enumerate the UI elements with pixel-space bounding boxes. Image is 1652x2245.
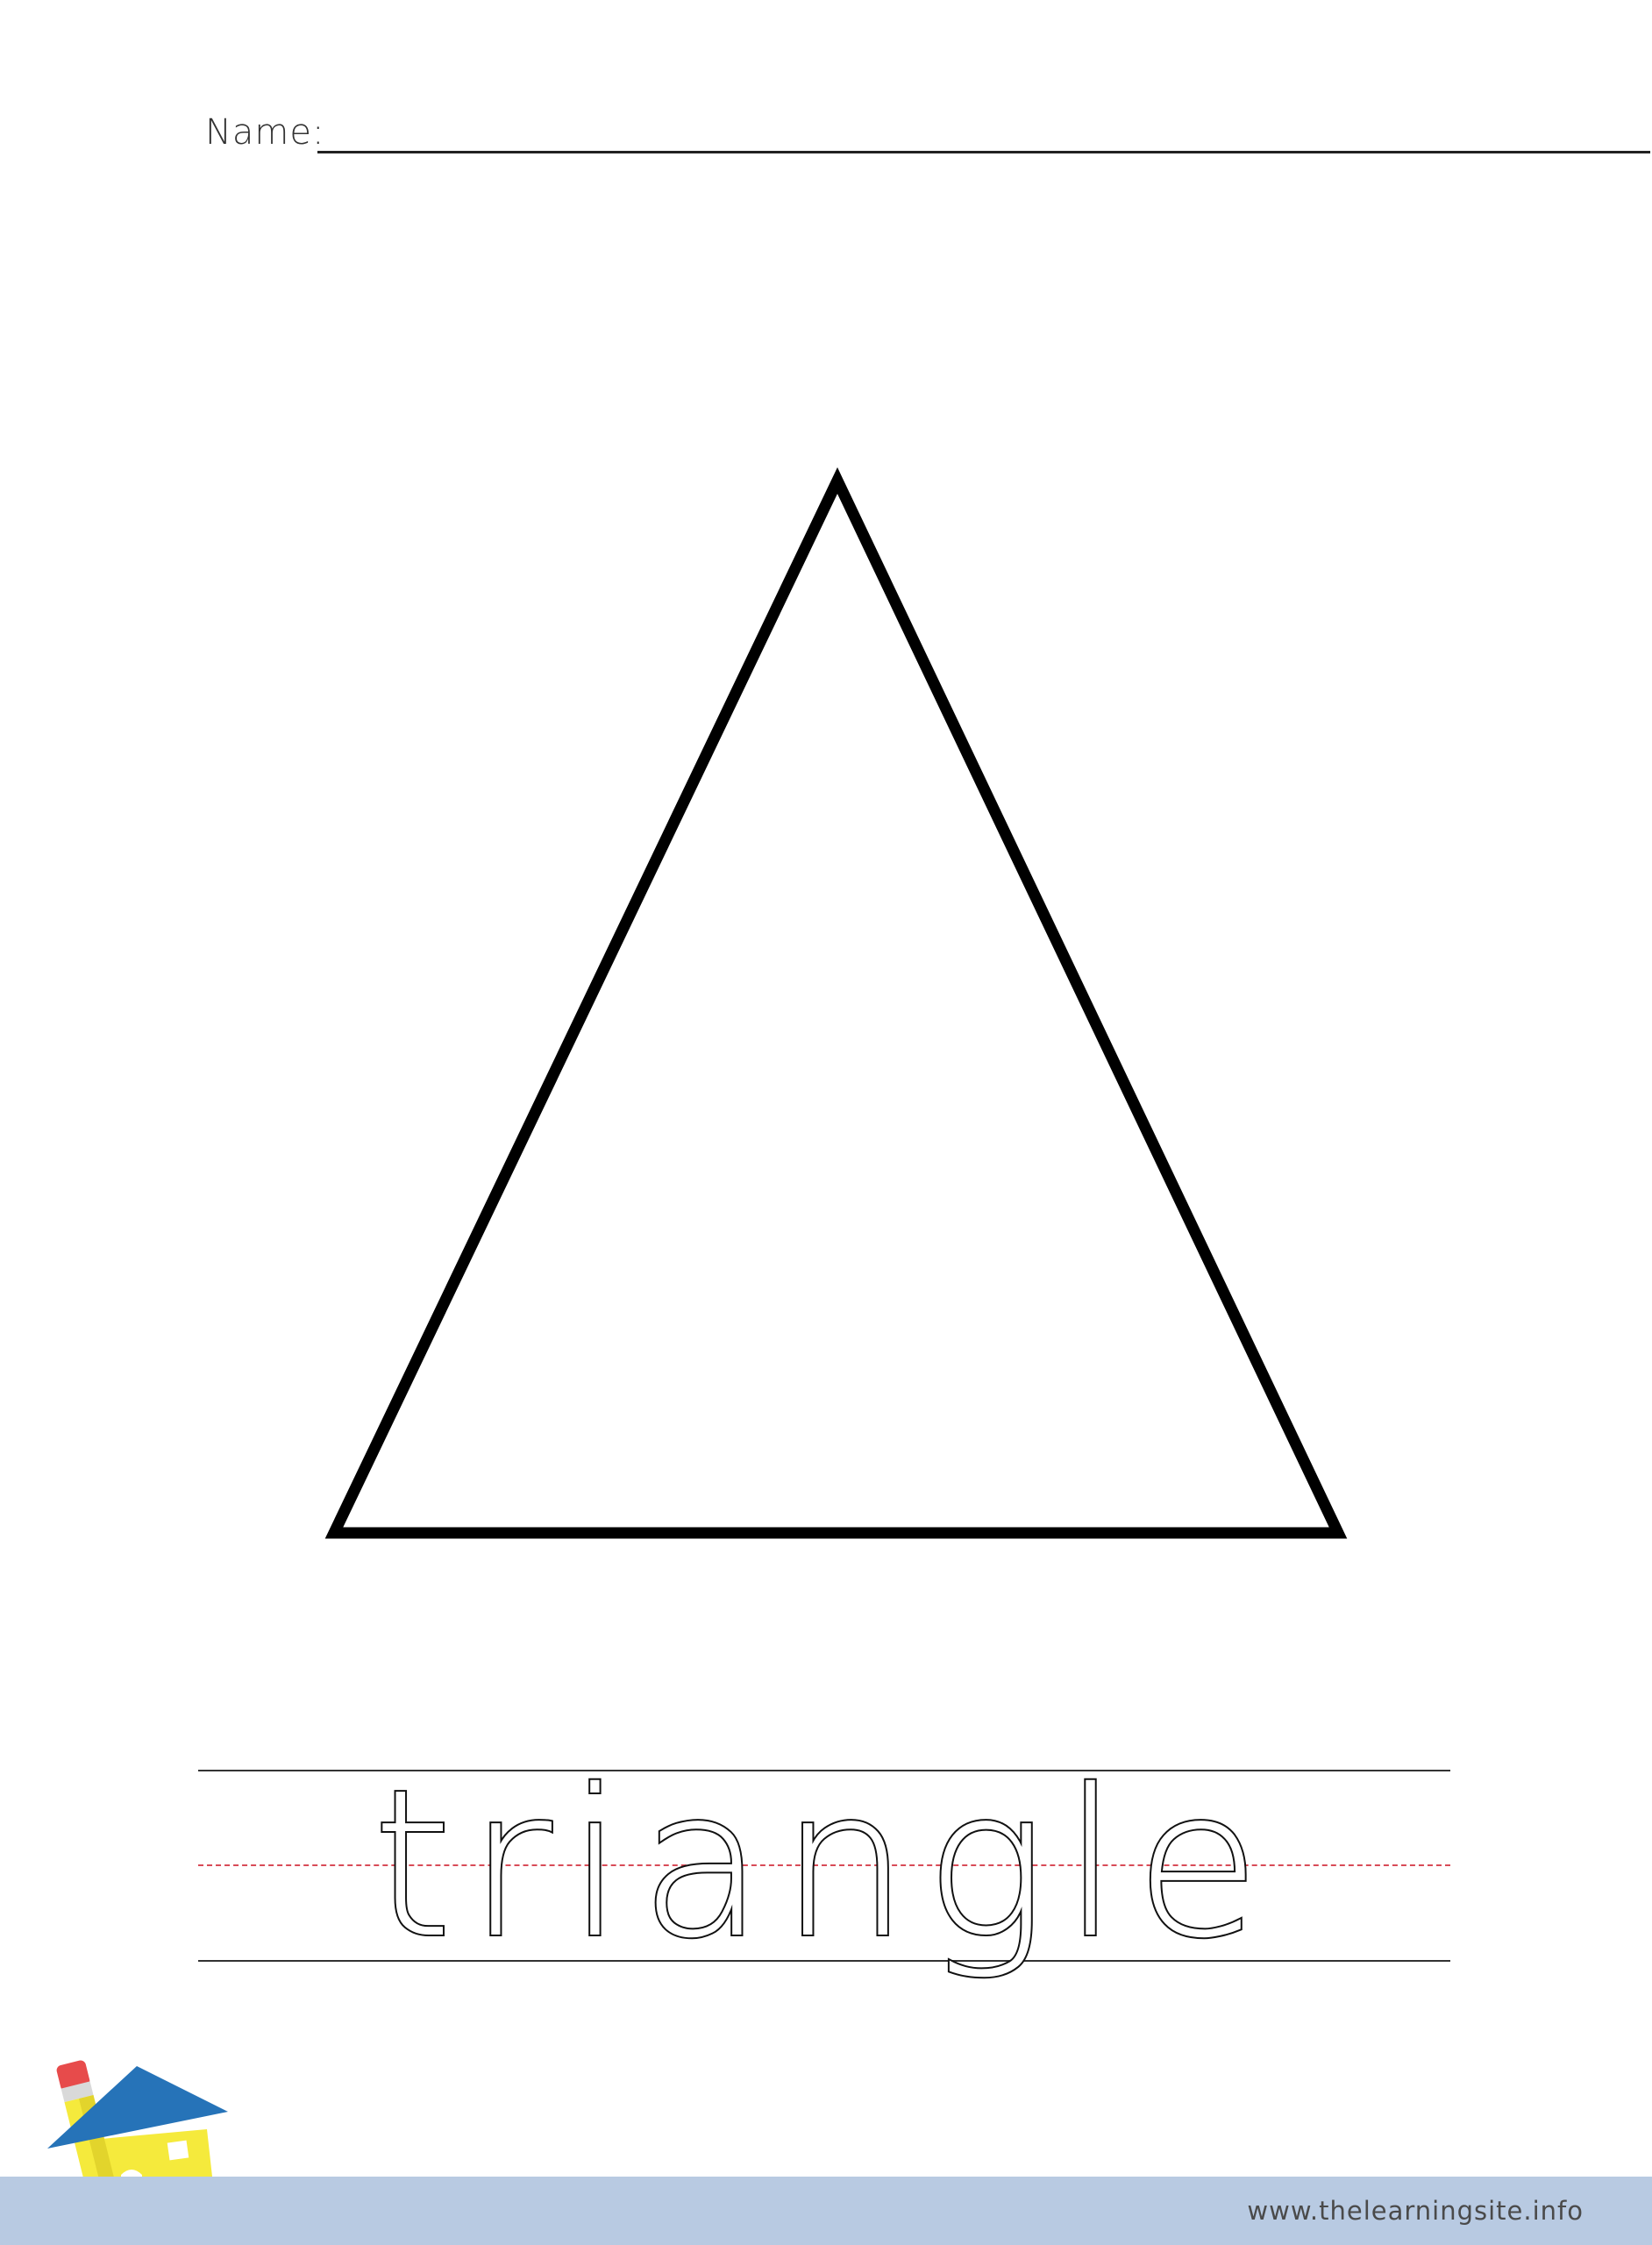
footer-url[interactable]: www.thelearningsite.info [1247, 2196, 1584, 2226]
name-label: Name: [205, 112, 325, 153]
name-line[interactable] [317, 151, 1650, 153]
trace-baseline [198, 1960, 1450, 1962]
name-row: Name: [205, 107, 1650, 160]
triangle-icon [324, 467, 1348, 1539]
tracing-area: triangle [198, 1746, 1450, 1983]
footer-bar: www.thelearningsite.info [0, 2177, 1652, 2245]
trace-midline [198, 1864, 1450, 1866]
trace-top-line [198, 1770, 1450, 1771]
trace-word: triangle [371, 1746, 1277, 1983]
shape-area [324, 467, 1348, 1539]
